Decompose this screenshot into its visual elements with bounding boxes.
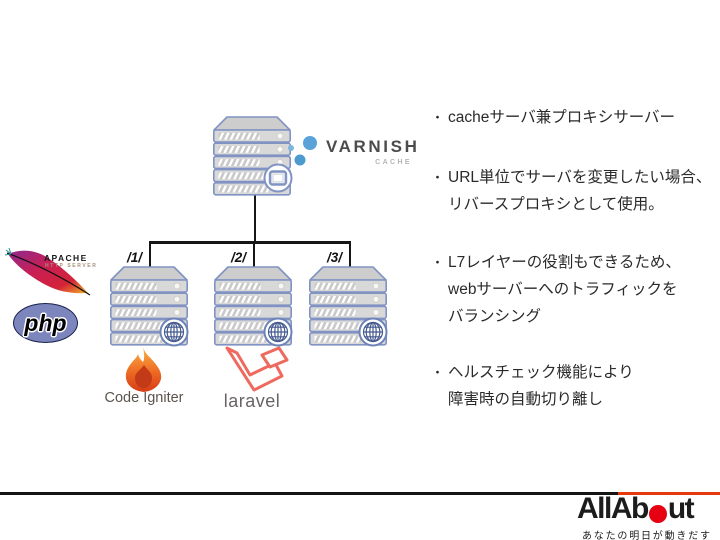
apache-title: APACHE (44, 253, 88, 263)
globe-badge-icon (159, 317, 189, 347)
connector-horizontal-bar (149, 241, 351, 244)
bullet-text: cacheサーバ兼プロキシサーバー (448, 104, 675, 131)
codeigniter-label: Code Igniter (104, 390, 184, 406)
web-server-1-icon (110, 266, 189, 347)
bullet-line: 障害時の自動切り離し (448, 391, 604, 408)
varnish-title: VARNISH (326, 137, 420, 156)
node-label-3: /3/ (327, 250, 343, 265)
footer-divider-black (0, 492, 618, 495)
apache-subtitle: HTTP SERVER (45, 263, 98, 269)
brand-prefix: AllAb (577, 492, 649, 525)
bullet-line: リバースプロキシとして使用。 (448, 196, 664, 213)
brand-suffix: ut (667, 492, 695, 525)
bullet-marker: ・ (431, 170, 445, 185)
varnish-dots-icon (288, 136, 317, 166)
bullet-marker: ・ (431, 110, 445, 125)
codeigniter-flame-icon (125, 347, 162, 392)
bullet-line: ヘルスチェック機能により (448, 364, 634, 381)
bullet-line: L7レイヤーの役割もできるため、 (448, 254, 681, 271)
laravel-label: laravel (223, 391, 281, 411)
bullet-text: ヘルスチェック機能により 障害時の自動切り離し (448, 359, 634, 413)
web-server-3-icon (308, 266, 388, 347)
bullet-marker: ・ (431, 255, 445, 270)
bullet-line: バランシング (448, 308, 542, 325)
connector-drop-1 (149, 241, 151, 269)
connector-drop-2 (253, 241, 255, 269)
globe-badge-icon (263, 317, 293, 347)
bullet-line: webサーバーへのトラフィックを (448, 281, 678, 298)
laravel-mark-icon (225, 346, 289, 392)
bullet-item: ・ URL単位でサーバを変更したい場合、 リバースプロキシとして使用。 (431, 164, 711, 218)
varnish-server-icon (213, 116, 293, 196)
brand-red-circle-icon (648, 505, 667, 523)
bullet-item: ・ ヘルスチェック機能により 障害時の自動切り離し (431, 359, 634, 413)
php-logo-text: php (24, 309, 67, 336)
apache-feather-icon (4, 247, 91, 296)
brand-tagline: あなたの明日が動きだす (582, 531, 712, 540)
bullet-line: URL単位でサーバを変更したい場合、 (448, 169, 712, 186)
varnish-wordmark: VARNISH CACHE (326, 137, 420, 166)
bullet-text: L7レイヤーの役割もできるため、 webサーバーへのトラフィックを バランシング (448, 249, 681, 330)
connector-drop-3 (349, 241, 351, 269)
bullet-text: URL単位でサーバを変更したい場合、 リバースプロキシとして使用。 (448, 164, 711, 218)
bullet-line: cacheサーバ兼プロキシサーバー (448, 109, 676, 126)
bullet-item: ・ L7レイヤーの役割もできるため、 webサーバーへのトラフィックを バランシ… (431, 249, 681, 330)
allabout-logo: AllAb ut (577, 492, 695, 525)
node-label-2: /2/ (231, 250, 247, 265)
footer-divider-red (618, 492, 720, 495)
connector-top-vertical (254, 195, 256, 243)
globe-badge-icon (358, 317, 388, 347)
php-logo: php (13, 303, 78, 343)
bullet-item: ・ cacheサーバ兼プロキシサーバー (431, 104, 675, 131)
node-label-1: /1/ (127, 250, 143, 265)
web-server-2-icon (214, 266, 293, 347)
bullet-marker: ・ (431, 365, 445, 380)
varnish-subtitle: CACHE (375, 159, 412, 166)
